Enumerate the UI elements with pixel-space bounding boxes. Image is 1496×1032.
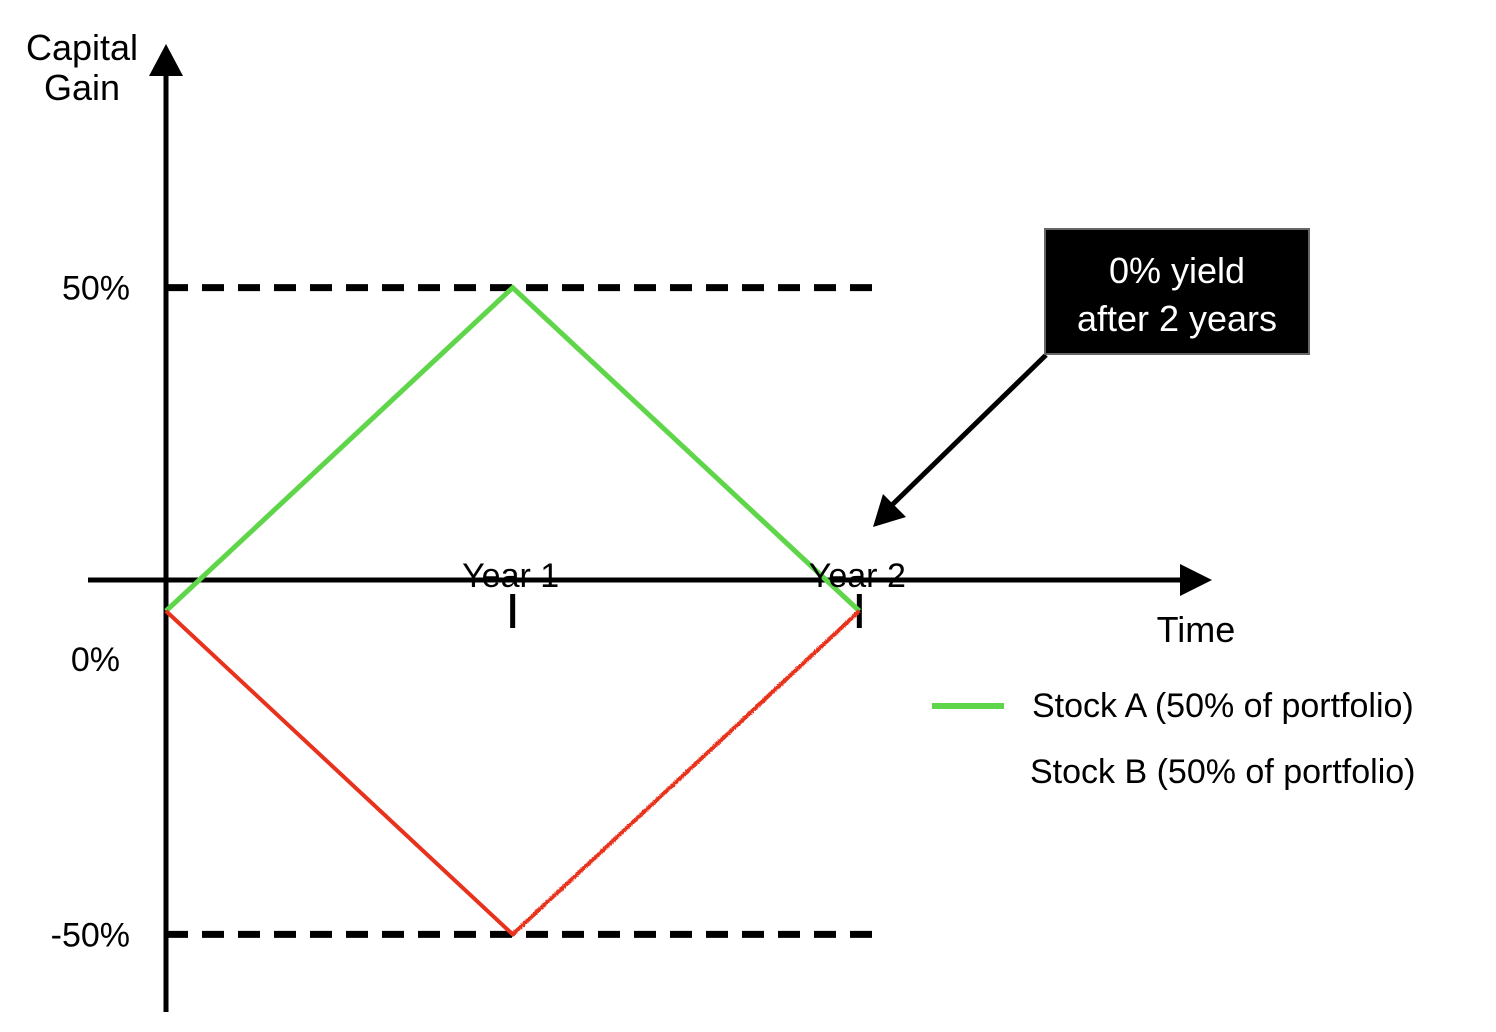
annotation-text-line-2: after 2 years xyxy=(1077,298,1277,339)
legend: Stock A (50% of portfolio) Stock B (50% o… xyxy=(932,687,1416,791)
x-axis-title: Time xyxy=(1157,609,1236,650)
y-tick-label: 50% xyxy=(62,270,130,308)
y-tick-label: 0% xyxy=(71,641,120,679)
x-ticks xyxy=(510,594,862,629)
annotation-arrowhead xyxy=(873,494,906,527)
axes xyxy=(88,44,1212,1012)
x-tick-label: Year 1 xyxy=(462,557,559,595)
series-line-stock-b xyxy=(164,609,861,938)
y-tick-labels: 50% 0% -50% xyxy=(51,270,130,955)
x-tick-label: Year 2 xyxy=(809,557,906,595)
x-axis-arrowhead xyxy=(1180,564,1212,596)
legend-label-stock-a: Stock A (50% of portfolio) xyxy=(1032,687,1414,725)
x-tick-labels: Year 1 Year 2 xyxy=(462,557,906,595)
annotation-box xyxy=(1044,228,1310,355)
y-axis-title-line-1: Capital xyxy=(26,27,138,68)
y-tick-label: -50% xyxy=(51,916,130,954)
annotation-callout: 0% yield after 2 years xyxy=(873,228,1310,527)
reference-lines xyxy=(166,284,874,938)
annotation-arrow-shaft xyxy=(890,353,1048,507)
series-line-stock-a xyxy=(164,284,862,613)
y-axis-arrowhead xyxy=(149,44,183,76)
y-axis-title-line-2: Gain xyxy=(44,67,120,108)
annotation-text-line-1: 0% yield xyxy=(1109,250,1245,291)
series-lines xyxy=(164,284,862,938)
legend-label-stock-b: Stock B (50% of portfolio) xyxy=(1030,753,1416,791)
